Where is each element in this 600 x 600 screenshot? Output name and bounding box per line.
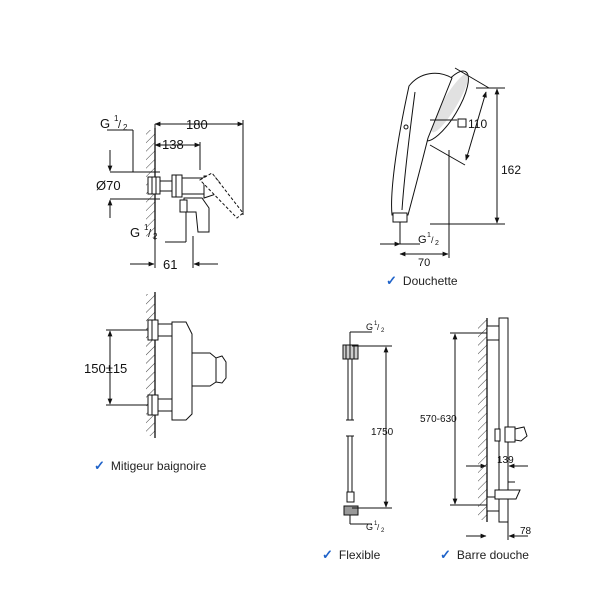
check-icon: ✓ bbox=[322, 547, 333, 562]
douchette-labels: 110 162 G 1 / 2 70 bbox=[418, 117, 521, 269]
caption-douchette: ✓ Douchette bbox=[386, 273, 458, 289]
dim-1750: 1750 bbox=[371, 427, 394, 438]
thread-fraction-den-top: 2 bbox=[381, 328, 385, 334]
douchette-drawing bbox=[380, 67, 505, 258]
thread-label: G bbox=[418, 234, 427, 246]
thread-fraction-num-bottom: 1 bbox=[144, 223, 149, 232]
thread-fraction-slash-top: / bbox=[118, 119, 122, 131]
thread-fraction-den: 2 bbox=[435, 240, 439, 247]
thread-fraction-den-top: 2 bbox=[123, 123, 128, 132]
thread-fraction-num-top: 1 bbox=[374, 321, 378, 327]
mitigeur-douche-labels: G 1 / 2 180 138 Ø70 G 1 / 2 61 bbox=[96, 114, 208, 272]
thread-label-bottom: G bbox=[130, 225, 140, 240]
dim-78: 78 bbox=[520, 526, 532, 537]
check-icon: ✓ bbox=[94, 458, 105, 473]
flexible-drawing bbox=[342, 331, 392, 525]
dim-162: 162 bbox=[501, 163, 521, 177]
mitigeur-douche-drawing bbox=[107, 120, 244, 268]
dim-70: 70 bbox=[418, 257, 430, 269]
thread-fraction-num: 1 bbox=[427, 232, 431, 239]
dim-180: 180 bbox=[186, 117, 208, 132]
dim-diameter-70: Ø70 bbox=[96, 178, 121, 193]
caption-douchette-label: Douchette bbox=[402, 274, 458, 288]
thread-fraction-den-bottom: 2 bbox=[153, 232, 158, 241]
thread-label-top: G bbox=[366, 322, 373, 332]
caption-mitigeur-baignoire-label: Mitigeur baignoire bbox=[110, 459, 207, 473]
thread-label-top: G bbox=[100, 116, 110, 131]
flexible-labels: G 1 / 2 1750 G 1 / 2 bbox=[366, 321, 394, 534]
thread-fraction-den-bottom: 2 bbox=[381, 528, 385, 534]
mitigeur-baignoire-drawing bbox=[106, 292, 227, 438]
thread-fraction-num-bottom: 1 bbox=[374, 521, 378, 527]
thread-fraction-num-top: 1 bbox=[114, 114, 119, 123]
check-icon: ✓ bbox=[386, 273, 397, 288]
dim-110: 110 bbox=[468, 117, 487, 131]
caption-barre-douche: ✓ Barre douche bbox=[440, 547, 529, 563]
dim-570-630: 570-630 bbox=[420, 414, 457, 425]
caption-mitigeur-baignoire: ✓ Mitigeur baignoire bbox=[94, 458, 206, 474]
caption-barre-douche-label: Barre douche bbox=[456, 548, 529, 562]
caption-flexible: ✓ Flexible bbox=[322, 547, 380, 563]
check-icon: ✓ bbox=[440, 547, 451, 562]
thread-fraction-slash-bottom: / bbox=[148, 228, 152, 240]
dim-139: 139 bbox=[497, 455, 514, 466]
dim-61: 61 bbox=[163, 257, 177, 272]
thread-fraction-slash: / bbox=[431, 235, 434, 245]
square-symbol bbox=[457, 118, 467, 128]
thread-fraction-slash-top: / bbox=[377, 323, 380, 332]
barre-douche-labels: 570-630 139 78 bbox=[420, 414, 532, 537]
dim-150-tolerance: 150±15 bbox=[84, 361, 127, 376]
thread-label-bottom: G bbox=[366, 522, 373, 532]
barre-douche-drawing bbox=[450, 317, 528, 540]
dim-138: 138 bbox=[162, 137, 184, 152]
thread-fraction-slash-bottom: / bbox=[377, 523, 380, 532]
caption-flexible-label: Flexible bbox=[338, 548, 381, 562]
